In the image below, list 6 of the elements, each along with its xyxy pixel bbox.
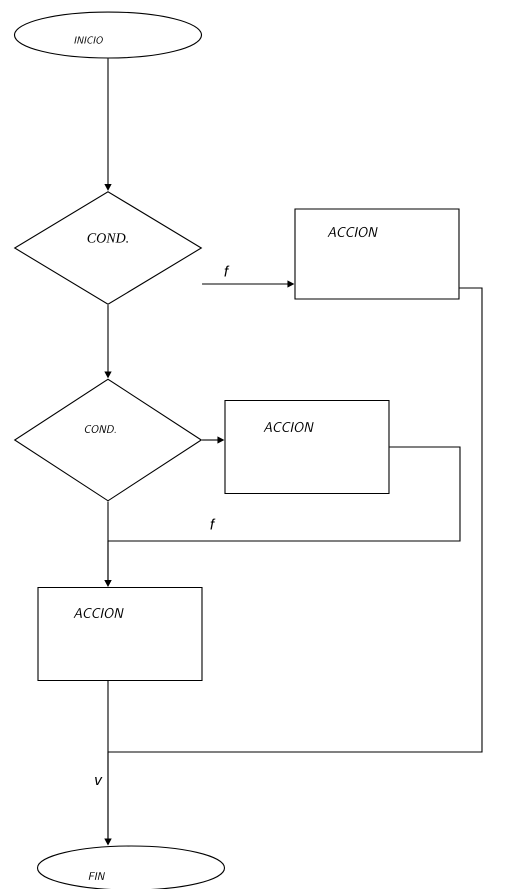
edge-label: f xyxy=(222,264,230,278)
edge-label: v xyxy=(93,776,103,786)
process-box: ACCION xyxy=(224,400,390,494)
edge-label: f xyxy=(208,518,216,530)
process-box: ACCION xyxy=(294,208,460,300)
process-box: ACCION xyxy=(37,586,203,682)
